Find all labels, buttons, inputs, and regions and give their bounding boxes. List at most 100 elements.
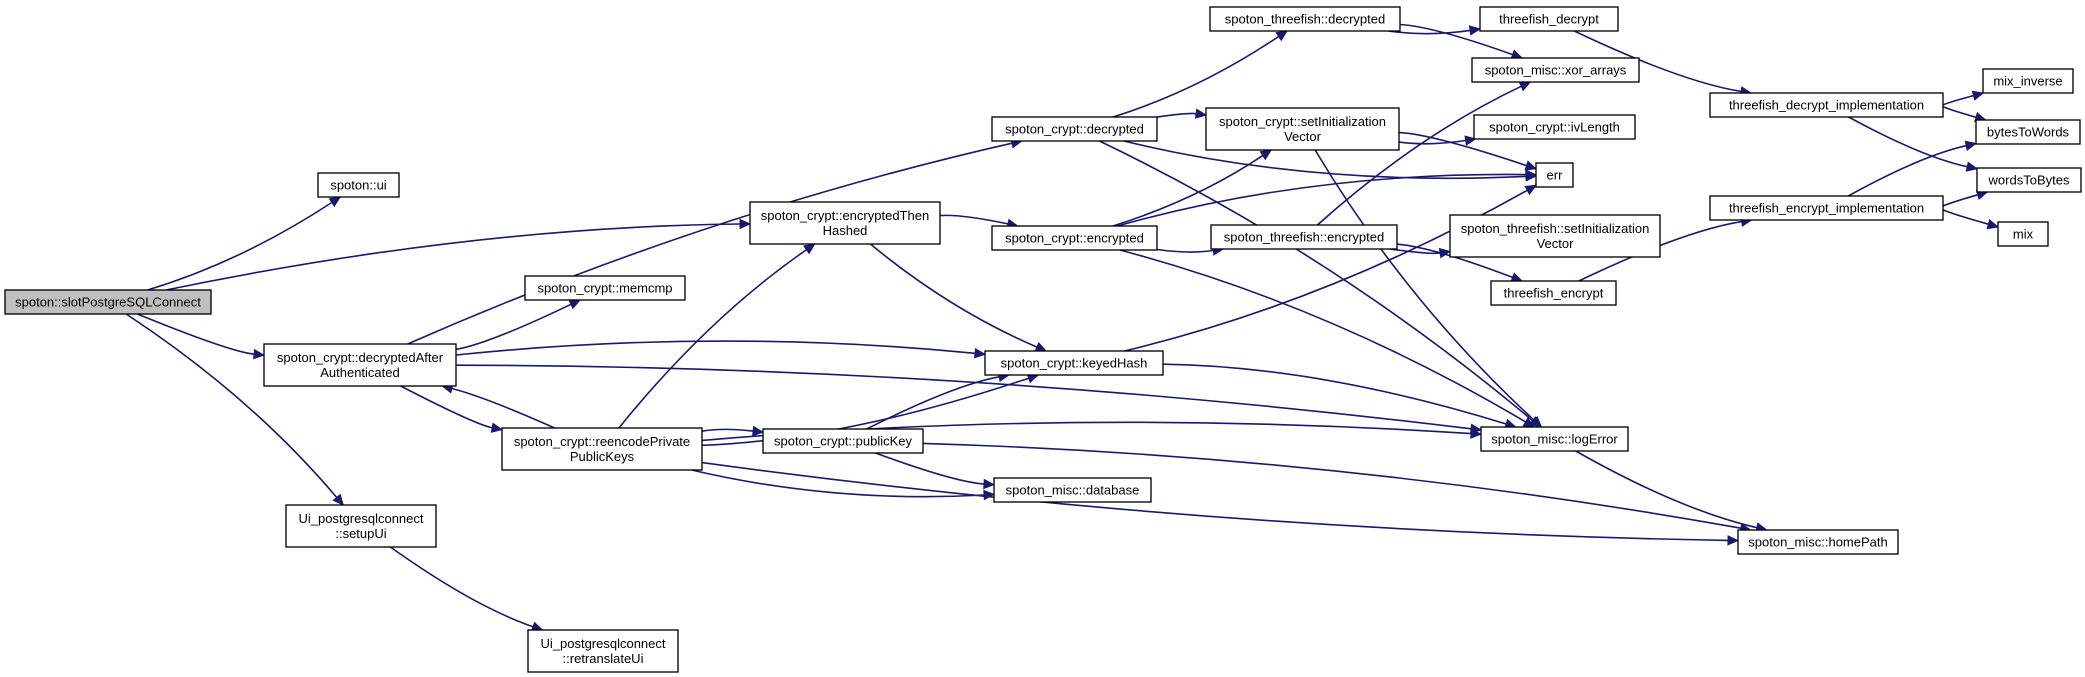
node-label: spoton_misc::xor_arrays — [1485, 63, 1627, 78]
node-label: Authenticated — [320, 365, 400, 380]
edge-publicKey-to-homePath — [922, 442, 1742, 529]
node-decryptedAfterAuthenticated[interactable]: spoton_crypt::decryptedAfterAuthenticate… — [263, 343, 457, 387]
arrowhead-threefish_decrypt — [1468, 25, 1482, 36]
edge-reencodePrivatePublicKeys-to-encryptedThenHashed — [618, 249, 807, 429]
node-label: spoton_crypt::reencodePrivate — [514, 434, 690, 449]
node-threefish_encrypt[interactable]: threefish_encrypt — [1490, 280, 1617, 306]
node-label: spoton_crypt::memcmp — [537, 281, 672, 296]
node-box — [1209, 6, 1401, 32]
edge-tf_encrypted-to-xor_arrays — [1316, 85, 1522, 226]
edge-slotPostgreSQLConnect-to-setupUi — [125, 313, 338, 498]
edge-tf_decrypted-to-xor_arrays — [1399, 23, 1513, 56]
node-xor_arrays[interactable]: spoton_misc::xor_arrays — [1471, 57, 1640, 83]
edge-encrypted-to-logError — [1119, 249, 1527, 423]
node-decrypted[interactable]: spoton_crypt::decrypted — [991, 116, 1158, 142]
edge-tf_encrypted-to-tf_setInitializationVector — [1389, 248, 1441, 255]
arrowhead-logError — [1470, 428, 1483, 439]
edge-tf_decrypt_impl-to-wordsToBytes — [1848, 116, 1968, 168]
node-box — [1997, 221, 2049, 247]
node-slotPostgreSQLConnect[interactable]: spoton::slotPostgreSQLConnect — [4, 289, 212, 315]
node-publicKey[interactable]: spoton_crypt::publicKey — [762, 428, 924, 454]
node-label: spoton_threefish::setInitialization — [1461, 221, 1650, 236]
node-label: ::retranslateUi — [563, 651, 644, 666]
node-label: spoton_crypt::decrypted — [1005, 122, 1144, 137]
node-box — [1737, 529, 1899, 555]
edge-slotPostgreSQLConnect-to-decryptedAfterAuthenticated — [137, 313, 255, 355]
node-box — [1480, 426, 1629, 452]
node-label: spoton_threefish::decrypted — [1225, 12, 1385, 27]
edge-threefish_encrypt-to-tf_encrypt_impl — [1578, 220, 1742, 282]
edge-tf_encrypt_impl-to-wordsToBytes — [1939, 194, 1978, 210]
arrowhead-ivLength — [1464, 135, 1477, 146]
node-err[interactable]: err — [1535, 162, 1574, 188]
node-database[interactable]: spoton_misc::database — [993, 477, 1152, 503]
node-box — [285, 504, 437, 548]
node-logError[interactable]: spoton_misc::logError — [1480, 426, 1629, 452]
node-mix_inverse[interactable]: mix_inverse — [1982, 68, 2074, 94]
node-label: spoton::slotPostgreSQLConnect — [15, 295, 201, 310]
node-tf_decrypted[interactable]: spoton_threefish::decrypted — [1209, 6, 1401, 32]
edge-reencodePrivatePublicKeys-to-keyedHash — [701, 377, 1029, 447]
arrowhead-wordsToBytes — [1965, 161, 1979, 172]
node-label: Ui_postgresqlconnect — [298, 511, 423, 526]
node-mix[interactable]: mix — [1997, 221, 2049, 247]
node-tf_encrypted[interactable]: spoton_threefish::encrypted — [1210, 224, 1398, 250]
node-homePath[interactable]: spoton_misc::homePath — [1737, 529, 1899, 555]
node-box — [993, 477, 1152, 503]
node-label: spoton_crypt::setInitialization — [1219, 114, 1386, 129]
arrowhead-tf_decrypted — [1275, 30, 1289, 42]
edge-keyedHash-to-logError — [1162, 363, 1507, 425]
arrowhead-err — [1524, 160, 1538, 171]
node-label: Vector — [1537, 236, 1575, 251]
arrowhead-bytesToWords — [1964, 140, 1978, 151]
node-label: spoton_crypt::decryptedAfter — [277, 350, 444, 365]
arrowhead-database — [983, 478, 996, 490]
node-wordsToBytes[interactable]: wordsToBytes — [1976, 167, 2082, 193]
node-label: spoton_crypt::encryptedThen — [761, 208, 929, 223]
node-encrypted[interactable]: spoton_crypt::encrypted — [991, 225, 1158, 251]
edge-encrypted-to-tf_encrypted — [1156, 248, 1214, 253]
edge-tf_encrypt_impl-to-bytesToWords — [1847, 144, 1967, 197]
edge-reencodePrivatePublicKeys-to-decryptedAfterAuthenticated — [451, 387, 556, 429]
node-bytesToWords[interactable]: bytesToWords — [1975, 119, 2081, 145]
arrowhead-err — [1524, 184, 1538, 196]
node-tf_decrypt_impl[interactable]: threefish_decrypt_implementation — [1709, 92, 1944, 118]
arrowhead-publicKey — [752, 425, 765, 437]
node-ivLength[interactable]: spoton_crypt::ivLength — [1473, 114, 1636, 140]
node-label: spoton_threefish::encrypted — [1224, 230, 1384, 245]
arrowhead-mix_inverse — [1971, 90, 1985, 101]
edge-reencodePrivatePublicKeys-to-homePath — [701, 461, 1729, 542]
node-label: spoton_crypt::publicKey — [774, 434, 913, 449]
node-label: threefish_decrypt_implementation — [1729, 98, 1924, 113]
arrowhead-mix — [1986, 219, 2000, 230]
node-keyedHash[interactable]: spoton_crypt::keyedHash — [984, 350, 1164, 376]
edge-decrypted-to-logError — [1099, 140, 1534, 422]
node-box — [1709, 92, 1944, 118]
node-setupUi[interactable]: Ui_postgresqlconnect::setupUi — [285, 504, 437, 548]
arrowhead-setInitializationVector — [1194, 108, 1208, 119]
node-ui[interactable]: spoton::ui — [317, 172, 400, 198]
edge-encryptedThenHashed-to-keyedHash — [869, 243, 1038, 348]
node-box — [984, 350, 1164, 376]
node-box — [1210, 224, 1398, 250]
node-label: threefish_decrypt — [1499, 12, 1599, 27]
edge-decryptedAfterAuthenticated-to-reencodePrivatePublicKeys — [400, 385, 493, 429]
edge-slotPostgreSQLConnect-to-encryptedThenHashed — [165, 223, 741, 291]
node-label: wordsToBytes — [1988, 173, 2070, 188]
nodes-layer: spoton::slotPostgreSQLConnectspoton::uis… — [4, 6, 2082, 673]
node-label: PublicKeys — [570, 449, 635, 464]
node-memcmp[interactable]: spoton_crypt::memcmp — [524, 275, 686, 301]
node-tf_encrypt_impl[interactable]: threefish_encrypt_implementation — [1709, 195, 1944, 221]
edge-reencodePrivatePublicKeys-to-database — [691, 469, 985, 498]
edge-decryptedAfterAuthenticated-to-logError — [455, 364, 1472, 430]
arrowhead-setInitializationVector — [1259, 149, 1273, 161]
node-threefish_decrypt[interactable]: threefish_decrypt — [1479, 6, 1619, 32]
node-tf_setInitializationVector[interactable]: spoton_threefish::setInitializationVecto… — [1449, 214, 1661, 258]
node-label: spoton_misc::database — [1006, 483, 1140, 498]
arrowhead-setupUi — [332, 493, 344, 506]
node-retranslateUi[interactable]: Ui_postgresqlconnect::retranslateUi — [527, 629, 679, 673]
